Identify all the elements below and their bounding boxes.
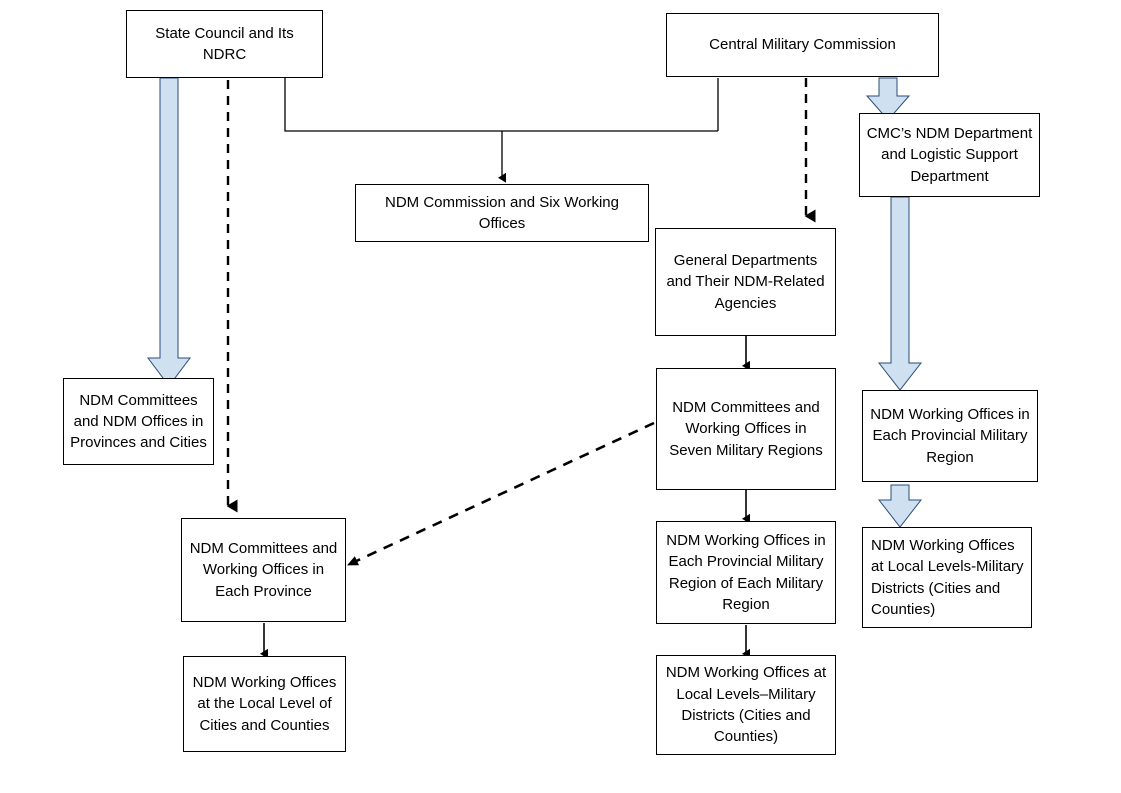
block-arrow-state-council-to-provinces-cities (147, 77, 191, 387)
node-label: NDM Working Offices in Each Provincial M… (666, 531, 826, 613)
node-ndm-working-offices-local-cities-counties[interactable]: NDM Working Offices at the Local Level o… (183, 656, 346, 752)
node-label: NDM Working Offices in Each Provincial M… (870, 406, 1030, 466)
node-label: NDM Working Offices at Local Levels-Mili… (871, 536, 1024, 618)
node-label: NDM Committees and Working Offices in Se… (669, 399, 823, 459)
node-ndm-committees-provinces-cities[interactable]: NDM Committees and NDM Offices in Provin… (63, 378, 214, 465)
node-ndm-working-offices-local-military-districts-center[interactable]: NDM Working Offices at Local Levels–Mili… (656, 655, 836, 755)
node-ndm-committees-each-province[interactable]: NDM Committees and Working Offices in Ea… (181, 518, 346, 622)
node-ndm-working-offices-each-provincial-military-region[interactable]: NDM Working Offices in Each Provincial M… (862, 390, 1038, 482)
node-central-military-commission[interactable]: Central Military Commission (666, 13, 939, 77)
connector-state-council-and-cmc-to-ndm-commission (284, 78, 719, 183)
node-label: NDM Working Offices at the Local Level o… (192, 674, 337, 734)
node-label: NDM Working Offices at Local Levels–Mili… (665, 664, 827, 746)
node-label: NDM Committees and Working Offices in Ea… (189, 540, 338, 600)
block-arrow-provincial-region-to-local-districts (877, 484, 923, 528)
node-label: NDM Commission and Six Working Offices (385, 193, 619, 232)
node-label: Central Military Commission (709, 36, 896, 54)
node-ndm-working-offices-provincial-military-region-of-each[interactable]: NDM Working Offices in Each Provincial M… (656, 521, 836, 624)
block-arrow-cmc-ndm-department-to-provincial-region (877, 196, 923, 391)
node-ndm-working-offices-local-military-districts-right[interactable]: NDM Working Offices at Local Levels-Mili… (862, 527, 1032, 628)
node-label: NDM Committees and NDM Offices in Provin… (70, 391, 207, 452)
node-label: State Council and Its NDRC (155, 24, 294, 63)
node-state-council[interactable]: State Council and Its NDRC (126, 10, 323, 78)
node-cmc-ndm-department[interactable]: CMC’s NDM Department and Logistic Suppor… (859, 113, 1040, 197)
connector-seven-regions-to-each-province (347, 421, 655, 566)
node-ndm-commission-six-offices[interactable]: NDM Commission and Six Working Offices (355, 184, 649, 242)
node-label: CMC’s NDM Department and Logistic Suppor… (866, 125, 1033, 185)
node-ndm-committees-seven-military-regions[interactable]: NDM Committees and Working Offices in Se… (656, 368, 836, 490)
node-general-departments[interactable]: General Departments and Their NDM-Relate… (655, 228, 836, 336)
node-label: General Departments and Their NDM-Relate… (666, 252, 825, 312)
